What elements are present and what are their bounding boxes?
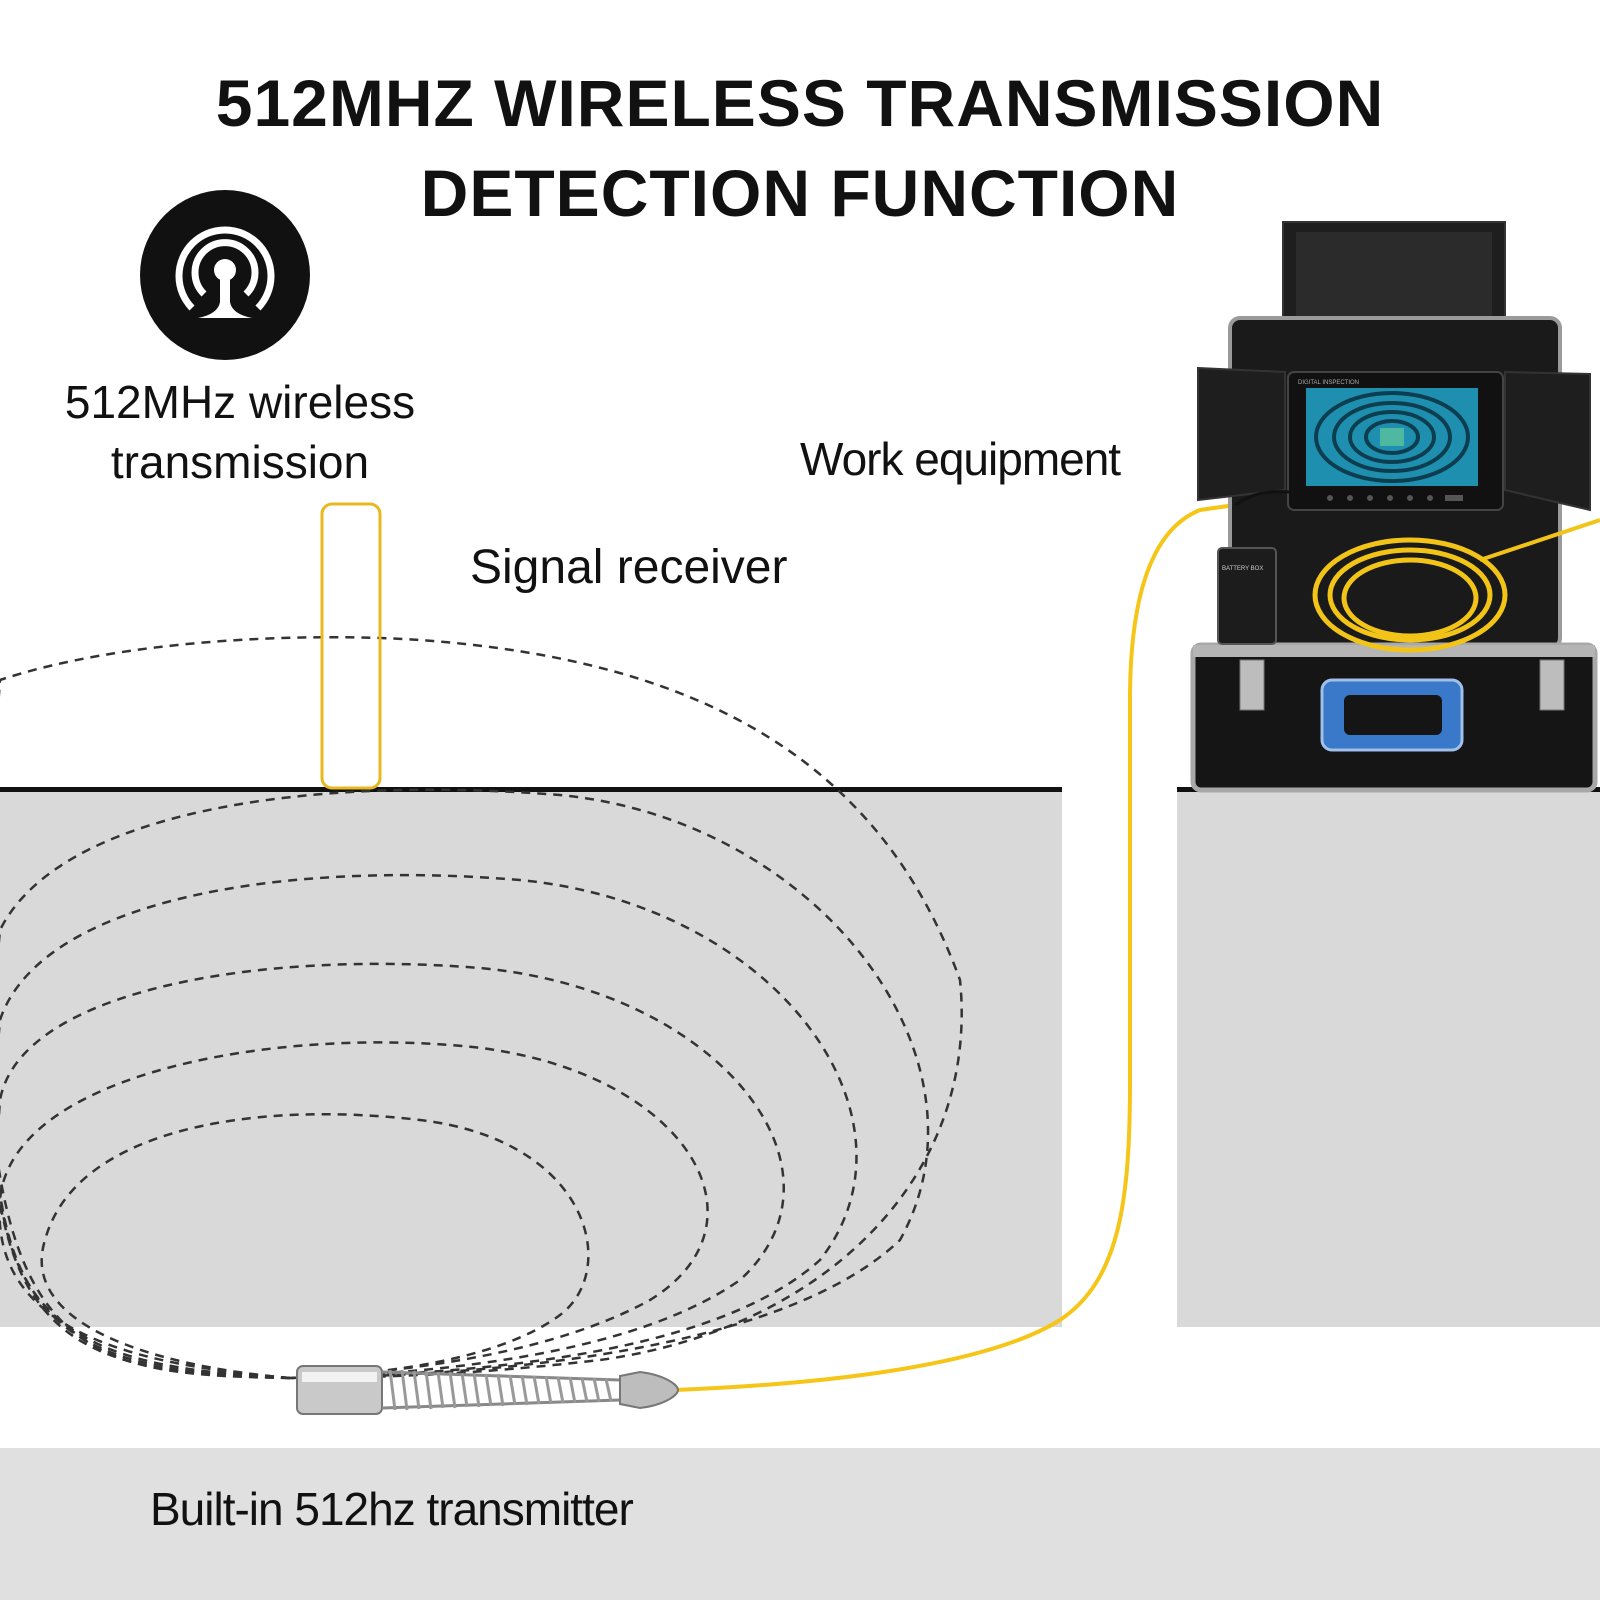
signal-wave-1	[40, 1112, 590, 1380]
title-line-2: DETECTION FUNCTION	[420, 156, 1180, 230]
signal-wave-2	[0, 1041, 709, 1380]
wireless-antenna-icon	[140, 190, 310, 360]
wireless-label-line-2: transmission	[110, 436, 370, 488]
title-line-1: 512MHZ WIRELESS TRANSMISSION	[215, 66, 1385, 140]
signal-wave-4	[0, 873, 858, 1380]
signal-waves	[0, 635, 963, 1380]
ground-left	[0, 790, 1062, 1327]
camera-probe	[296, 1365, 680, 1415]
ground-right	[1177, 790, 1600, 1327]
probe-spring	[388, 1369, 613, 1411]
signal-wave-6	[0, 635, 963, 1380]
battery-box-label: BATTERY BOX	[1222, 566, 1263, 572]
battery-box	[1217, 547, 1277, 645]
monitor-brand: DIGITAL INSPECTION	[1298, 380, 1359, 386]
yellow-cable	[674, 503, 1236, 1392]
signal-receiver	[320, 502, 382, 790]
signal-wave-5	[0, 788, 930, 1380]
bottom-band	[0, 1448, 1600, 1600]
signal-wave-3	[0, 962, 785, 1380]
signal-receiver-label: Signal receiver	[470, 541, 788, 594]
wireless-transmission-label: 512MHz wireless transmission	[20, 372, 460, 492]
monitor-buttons	[1327, 495, 1463, 501]
work-equipment: DIGITAL INSPECTION BATTERY BOX	[1190, 221, 1600, 793]
transmitter-label: Built-in 512hz transmitter	[150, 1483, 634, 1535]
cable-reel	[1312, 537, 1508, 653]
page-title: 512MHZ WIRELESS TRANSMISSION DETECTION F…	[0, 58, 1600, 238]
ground-surface-left	[0, 787, 1062, 792]
wireless-label-line-1: 512MHz wireless	[64, 376, 416, 428]
work-equipment-label: Work equipment	[800, 433, 1121, 485]
